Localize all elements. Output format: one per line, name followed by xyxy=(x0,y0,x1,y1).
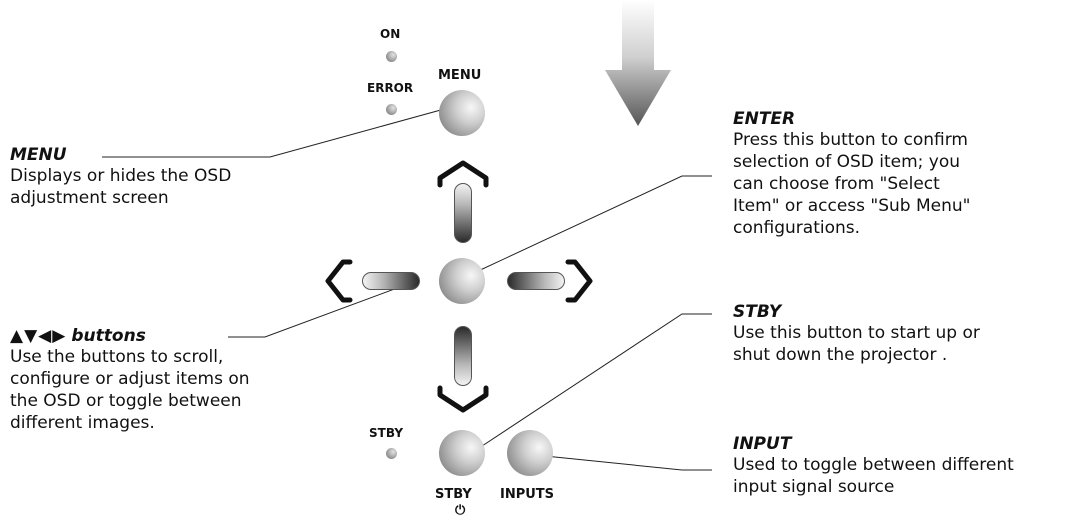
error-led-label: ERROR xyxy=(367,81,414,95)
menu-annotation-title: MENU xyxy=(10,145,67,165)
on-led xyxy=(386,51,397,62)
inputs-button[interactable] xyxy=(507,430,553,476)
input-annotation-line-2: input signal source xyxy=(733,477,895,497)
stby-annotation-line-1: Use this button to start up or xyxy=(733,323,980,343)
enter-annotation-line-2: selection of OSD item; you xyxy=(733,152,961,172)
arrows-annotation: ▲▼◀▶ buttons Use the buttons to scroll, … xyxy=(10,326,250,434)
arrows-annotation-line-4: different images. xyxy=(10,413,155,433)
on-led-label: ON xyxy=(380,27,401,41)
power-icon: ⏻ xyxy=(455,503,466,518)
enter-annotation-line-5: configurations. xyxy=(733,218,861,238)
stby-button[interactable] xyxy=(439,430,485,476)
arrow-symbols-icon: ▲▼◀▶ xyxy=(10,326,67,346)
enter-annotation-line-4: Item" or access "Sub Menu" xyxy=(733,196,971,216)
stby-annotation-line-2: shut down the projector . xyxy=(733,345,948,365)
enter-leader-line xyxy=(475,175,712,273)
chevron-down-icon xyxy=(437,385,489,413)
up-button[interactable] xyxy=(454,183,472,243)
menu-annotation: MENU Displays or hides the OSD adjustmen… xyxy=(10,145,231,209)
arrows-annotation-line-3: the OSD or toggle between xyxy=(10,391,242,411)
input-annotation-title: INPUT xyxy=(733,434,792,454)
stby-annotation: STBY Use this button to start up or shut… xyxy=(733,302,980,366)
enter-annotation-line-1: Press this button to confirm xyxy=(733,130,968,150)
chevron-left-icon xyxy=(325,259,353,303)
stby-leader-line xyxy=(475,313,712,451)
menu-button[interactable] xyxy=(439,90,485,136)
menu-annotation-line-1: Displays or hides the OSD xyxy=(10,166,232,186)
down-button[interactable] xyxy=(454,326,472,386)
stby-led xyxy=(386,448,397,459)
chevron-right-icon xyxy=(565,259,593,303)
input-annotation-line-1: Used to toggle between different xyxy=(733,455,1014,475)
left-button[interactable] xyxy=(362,272,420,290)
stby-annotation-title: STBY xyxy=(733,302,782,322)
arrows-annotation-heading: ▲▼◀▶ buttons xyxy=(10,326,250,346)
input-leader-line xyxy=(544,455,712,471)
chevron-up-icon xyxy=(437,160,489,188)
enter-annotation: ENTER Press this button to confirm selec… xyxy=(733,109,970,239)
error-led xyxy=(386,104,397,115)
arrows-leader-line xyxy=(228,283,409,338)
enter-annotation-line-3: can choose from "Select xyxy=(733,174,940,194)
right-button[interactable] xyxy=(507,272,565,290)
arrows-annotation-title: buttons xyxy=(71,326,146,346)
stby-led-label: STBY xyxy=(369,426,404,440)
arrows-annotation-line-1: Use the buttons to scroll, xyxy=(10,347,224,367)
inputs-button-label: INPUTS xyxy=(500,487,555,502)
down-arrow-icon xyxy=(605,0,671,126)
menu-leader-line xyxy=(102,107,449,158)
enter-annotation-title: ENTER xyxy=(733,109,796,129)
stby-button-label: STBY xyxy=(435,487,472,502)
menu-button-label: MENU xyxy=(438,68,482,83)
menu-annotation-line-2: adjustment screen xyxy=(10,188,169,208)
enter-button[interactable] xyxy=(439,258,485,304)
arrows-annotation-line-2: configure or adjust items on xyxy=(10,369,250,389)
input-annotation: INPUT Used to toggle between different i… xyxy=(733,434,1014,498)
